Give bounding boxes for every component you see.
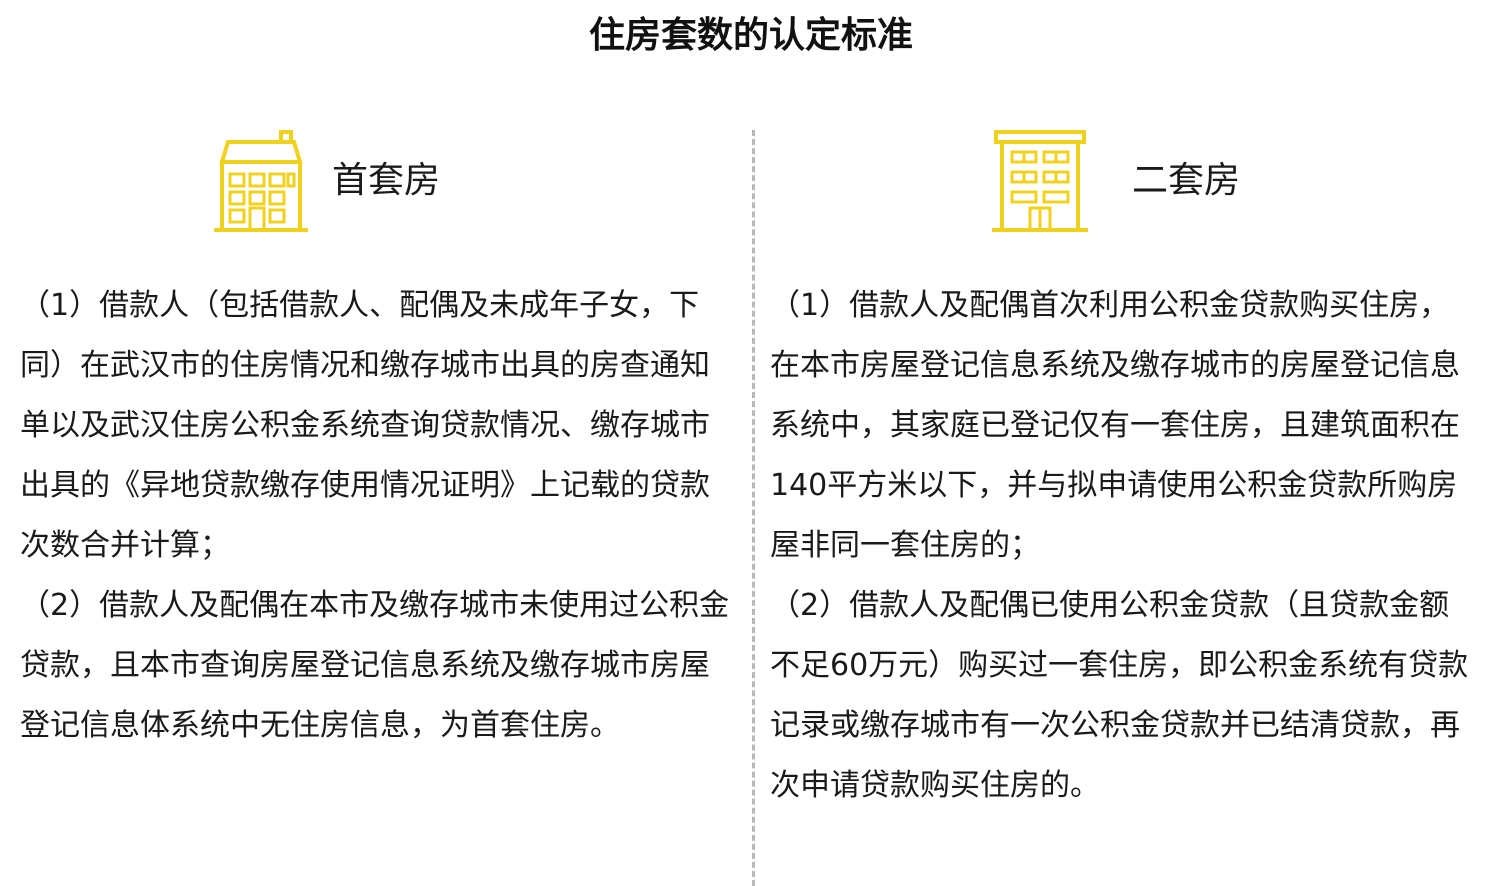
column-divider <box>752 130 755 886</box>
first-home-criterion-1: （1）借款人（包括借款人、配偶及未成年子女，下同）在武汉市的住房情况和缴存城市出… <box>20 288 710 563</box>
second-home-criterion-1: （1）借款人及配偶首次利用公积金贷款购买住房，在本市房屋登记信息系统及缴存城市的… <box>770 288 1460 563</box>
house-icon <box>212 128 310 234</box>
second-home-criterion-2: （2）借款人及配偶已使用公积金贷款（且贷款金额不足60万元）购买过一套住房，即公… <box>770 588 1469 803</box>
page-title: 住房套数的认定标准 <box>588 15 913 56</box>
first-home-heading: 首套房 <box>332 160 441 201</box>
second-home-criteria: （1）借款人及配偶首次利用公积金贷款购买住房，在本市房屋登记信息系统及缴存城市的… <box>770 276 1470 816</box>
first-home-header: 首套房 <box>212 128 440 234</box>
second-home-heading: 二套房 <box>1132 160 1241 201</box>
apartment-building-icon <box>990 128 1090 234</box>
first-home-criteria: （1）借款人（包括借款人、配偶及未成年子女，下同）在武汉市的住房情况和缴存城市出… <box>20 276 738 756</box>
first-home-criterion-2: （2）借款人及配偶在本市及缴存城市未使用过公积金贷款，且本市查询房屋登记信息系统… <box>20 588 730 743</box>
second-home-header: 二套房 <box>990 128 1240 234</box>
